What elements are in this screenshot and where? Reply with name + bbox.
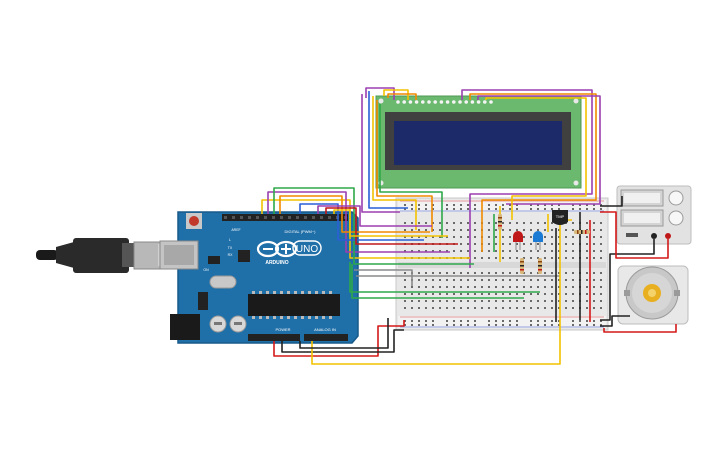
digital-header [222, 214, 348, 221]
dc-power-supply[interactable] [616, 185, 692, 245]
temperature-sensor: TMP [552, 210, 568, 225]
transistor-resistor [574, 230, 590, 234]
atmega-chip [248, 294, 340, 316]
negative-terminal-icon[interactable] [651, 233, 657, 239]
dc-motor[interactable] [617, 265, 689, 325]
voltage-display [624, 193, 660, 203]
usb-cable[interactable] [36, 238, 168, 273]
lcd-16x2[interactable] [375, 95, 582, 189]
on-label: ON [203, 268, 209, 272]
tmp-label: TMP [556, 214, 565, 219]
lcd-pin [464, 100, 469, 104]
lcd-pin [452, 100, 456, 104]
lcd-pin [427, 100, 431, 104]
tx-label: TX [228, 246, 233, 250]
lcd-pin [402, 100, 407, 104]
arduino-logo-icon [256, 240, 298, 258]
lcd-pin [458, 100, 462, 104]
voltage-knob-icon[interactable] [668, 190, 684, 206]
resistor-3 [538, 258, 542, 274]
lcd-pin [489, 100, 493, 104]
lcd-pin [414, 100, 419, 104]
lcd-pin [408, 100, 413, 104]
power-header [248, 334, 300, 341]
resistor-1 [498, 214, 502, 230]
resistor-2 [520, 258, 524, 274]
lcd-pin [483, 100, 487, 104]
digital-header-label: DIGITAL (PWM~) [285, 229, 317, 234]
power-header-label: POWER [275, 327, 290, 332]
l-label: L [229, 238, 231, 242]
red-led [513, 231, 523, 250]
reset-button[interactable] [189, 216, 199, 226]
lcd-pin [396, 100, 400, 104]
rx-label: RX [228, 253, 234, 257]
board-model-label: UNO [296, 244, 318, 255]
lcd-pin [439, 100, 444, 104]
arduino-uno-board[interactable]: UNO ARDUINO DIGITAL (PWM~) POWER ANALOG … [159, 211, 359, 344]
lcd-screen [394, 121, 562, 165]
lcd-pin [445, 100, 450, 104]
lcd-pin [421, 100, 425, 104]
brand-label: ARDUINO [265, 260, 288, 266]
positive-terminal-icon[interactable] [665, 233, 671, 239]
current-display [624, 213, 660, 223]
lcd-pins [396, 100, 493, 104]
aref-label: AREF [231, 228, 240, 232]
current-knob-icon[interactable] [668, 210, 684, 226]
breadboard-holes [404, 204, 602, 326]
lcd-pin [476, 100, 481, 104]
lcd-pin [433, 100, 438, 104]
lcd-pin [470, 100, 475, 104]
analog-header [304, 334, 348, 341]
analog-header-label: ANALOG IN [314, 327, 336, 332]
blue-led [533, 231, 543, 250]
wires [261, 87, 677, 365]
